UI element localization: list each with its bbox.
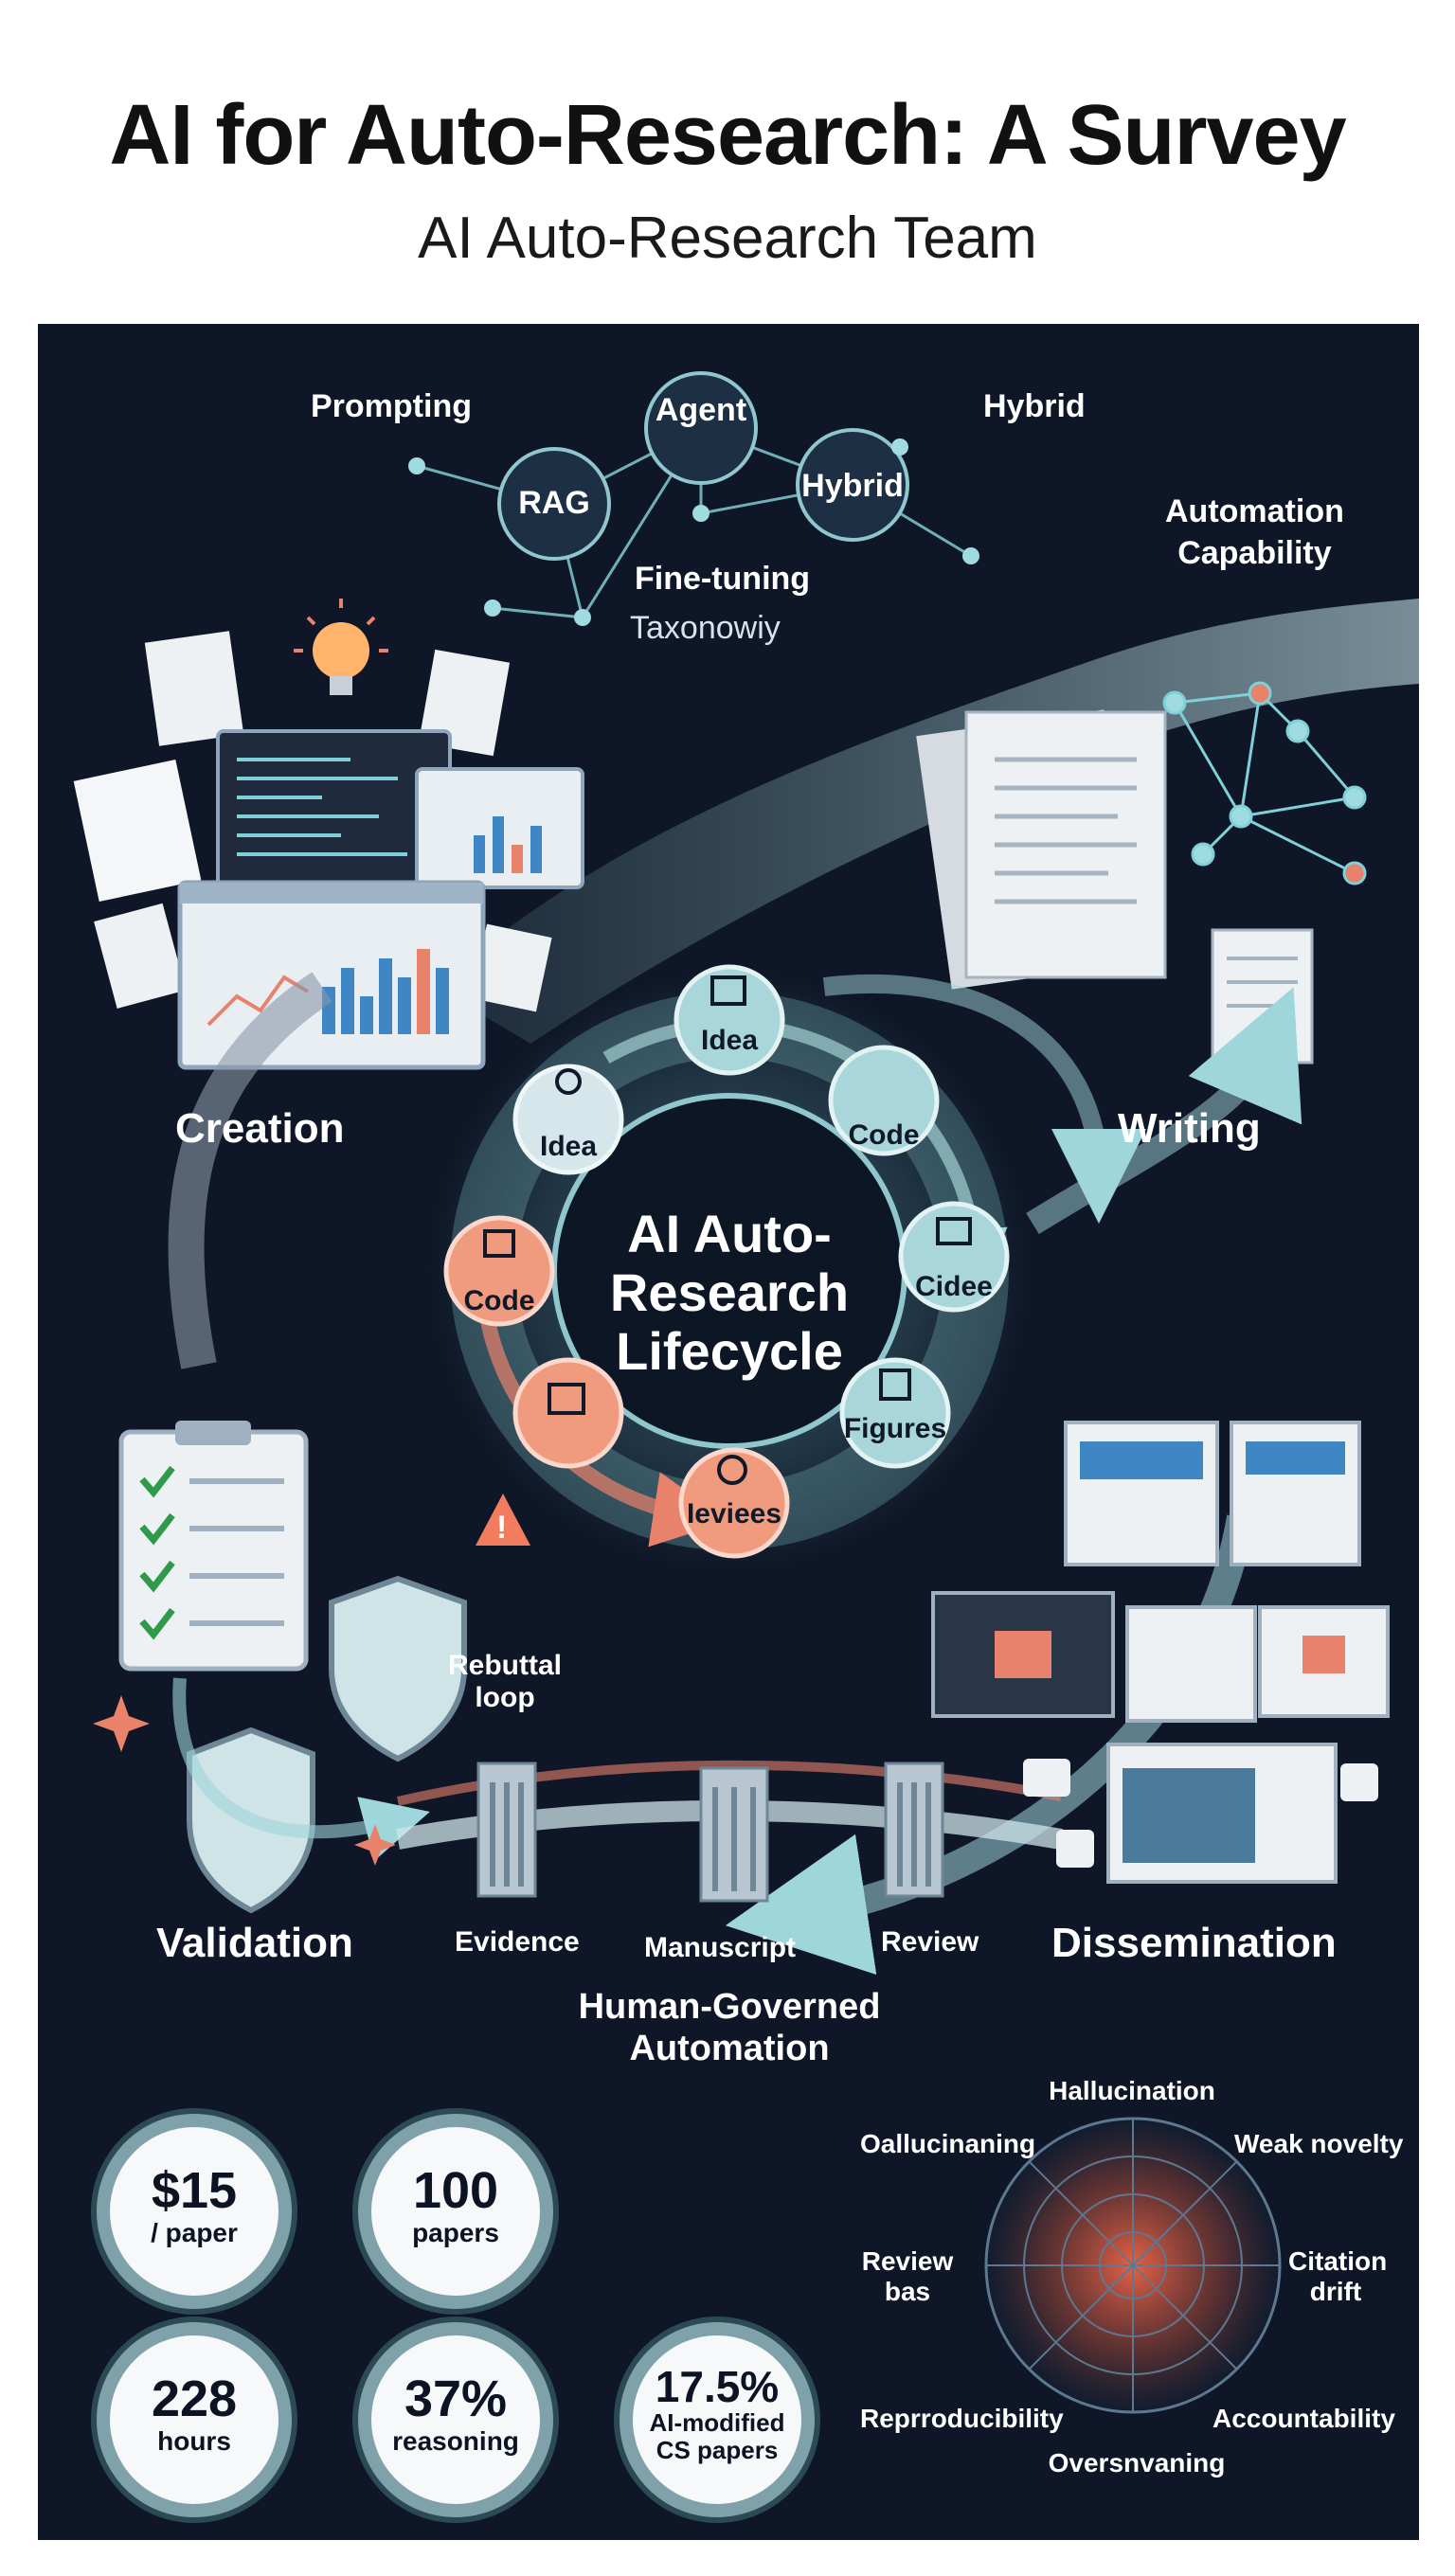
capability-line-1: Automation xyxy=(1165,493,1344,529)
stat-cost: $15 / paper xyxy=(97,2114,292,2309)
step-code-left: Code xyxy=(463,1285,535,1316)
step-figures: Figures xyxy=(843,1413,947,1444)
stat-reasoning: 37% reasoning xyxy=(358,2322,553,2517)
stage-dissemination: Dissemination xyxy=(1051,1920,1337,1966)
stat-hours-value: 228 xyxy=(151,2370,238,2427)
page-subtitle: AI Auto-Research Team xyxy=(418,206,1037,271)
human-governed-caption: Human-Governed Automation xyxy=(540,1986,919,2069)
risk-citation-drift: Citation drift xyxy=(1288,2246,1387,2307)
stat-cost-value: $15 xyxy=(151,2162,238,2219)
stat-papers-value: 100 xyxy=(412,2162,499,2219)
step-code: Code xyxy=(848,1119,920,1151)
risk-radar xyxy=(984,2117,1282,2414)
stat-cost-unit: / paper xyxy=(151,2218,238,2247)
step-cidee: Cidee xyxy=(915,1271,993,1302)
taxonomy-node-agent: Agent xyxy=(655,392,747,428)
validation-clipboard xyxy=(118,1421,309,1672)
stat-reasoning-value: 37% xyxy=(404,2370,508,2427)
taxonomy-node-hybrid: Hybrid xyxy=(801,468,904,504)
step-idea-left: Idea xyxy=(539,1131,598,1162)
rebuttal-loop-label: Rebuttal loop xyxy=(434,1650,576,1714)
risk-citation-line-1: Citation xyxy=(1288,2246,1388,2276)
stat-reasoning-unit: reasoning xyxy=(392,2426,519,2456)
risk-hallucination: Hallucination xyxy=(1049,2076,1215,2105)
writing-network xyxy=(1162,681,1367,886)
warning-icon xyxy=(476,1494,530,1546)
stat-ai-modified-unit: AI-modified xyxy=(649,2408,785,2437)
taxonomy-node-fine-tuning: Fine-tuning xyxy=(635,561,811,597)
rebuttal-line-2: loop xyxy=(475,1682,535,1713)
step-ieviees: Ieviees xyxy=(686,1498,782,1530)
stage-validation: Validation xyxy=(156,1920,353,1966)
stat-hours-unit: hours xyxy=(157,2426,231,2456)
risk-reproducibility: Reprroducibility xyxy=(860,2404,1064,2433)
writing-documents xyxy=(916,709,1314,1064)
lifecycle-title-line-2: Research xyxy=(609,1262,850,1322)
lifecycle-title-line-1: AI Auto- xyxy=(627,1204,832,1263)
stage-creation: Creation xyxy=(175,1105,345,1152)
stat-papers-unit: papers xyxy=(412,2218,499,2247)
stat-papers: 100 papers xyxy=(358,2114,553,2309)
gate-review: Review xyxy=(881,1926,979,1958)
taxonomy-node-prompting: Prompting xyxy=(311,388,472,424)
validation-arrow xyxy=(172,1677,430,1861)
risk-oversnvaning: Oversnvaning xyxy=(1048,2448,1226,2478)
gate-icons xyxy=(476,1762,944,1903)
risk-review-line-1: Review xyxy=(861,2246,954,2276)
stat-ai-modified-unit-2: CS papers xyxy=(656,2436,779,2464)
stat-hours: 228 hours xyxy=(97,2322,292,2517)
risk-accountability: Accountability xyxy=(1212,2404,1395,2433)
automation-capability-label: Automation Capability xyxy=(1165,491,1344,574)
step-icons xyxy=(483,975,972,1485)
sparkle-icon xyxy=(93,1695,150,1752)
taxonomy-label: Taxonowiy xyxy=(630,610,781,646)
risk-oallucinaning: Oallucinaning xyxy=(860,2129,1036,2158)
taxonomy-node-hybrid-top: Hybrid xyxy=(983,388,1086,424)
shield-icon xyxy=(329,1575,467,1762)
lightbulb-icon xyxy=(294,599,388,695)
sparkle-icon-2 xyxy=(354,1824,396,1866)
risk-review-line-2: bas xyxy=(884,2277,931,2306)
risk-weak-novelty: Weak novelty xyxy=(1234,2129,1404,2158)
taxonomy-nodes xyxy=(408,371,979,626)
lifecycle-title: AI Auto- Research Lifecycle xyxy=(549,1205,909,1381)
creation-line-chart xyxy=(207,975,310,1027)
lifecycle-step-nodes xyxy=(443,964,1010,1559)
caption-line-1: Human-Governed xyxy=(578,1987,881,2027)
page-title: AI for Auto-Research: A Survey xyxy=(109,88,1346,183)
dissemination-screens xyxy=(931,1421,1390,1884)
svg-text:!: ! xyxy=(496,1510,507,1546)
stat-ai-modified: 17.5% AI-modified CS papers xyxy=(620,2322,815,2517)
infographic-panel: ! xyxy=(38,324,1419,2540)
risk-citation-line-2: drift xyxy=(1309,2277,1362,2306)
step-idea: Idea xyxy=(700,1025,759,1056)
stat-ai-modified-value: 17.5% xyxy=(655,2362,780,2411)
rebuttal-line-1: Rebuttal xyxy=(448,1650,562,1681)
gate-evidence: Evidence xyxy=(455,1926,580,1958)
diagram-graphics: ! xyxy=(73,371,1419,2414)
taxonomy-node-rag: RAG xyxy=(518,485,590,521)
stage-writing: Writing xyxy=(1118,1105,1261,1152)
flow-arc-top xyxy=(822,974,1146,1224)
risk-review-bias: Review bas xyxy=(860,2246,955,2307)
flow-arc-left xyxy=(168,972,332,1369)
lifecycle-title-line-3: Lifecycle xyxy=(616,1321,843,1381)
gate-manuscript: Manuscript xyxy=(644,1932,797,1963)
creation-bar-chart xyxy=(322,949,449,1034)
capability-line-2: Capability xyxy=(1177,535,1332,571)
caption-line-2: Automation xyxy=(629,2029,830,2068)
